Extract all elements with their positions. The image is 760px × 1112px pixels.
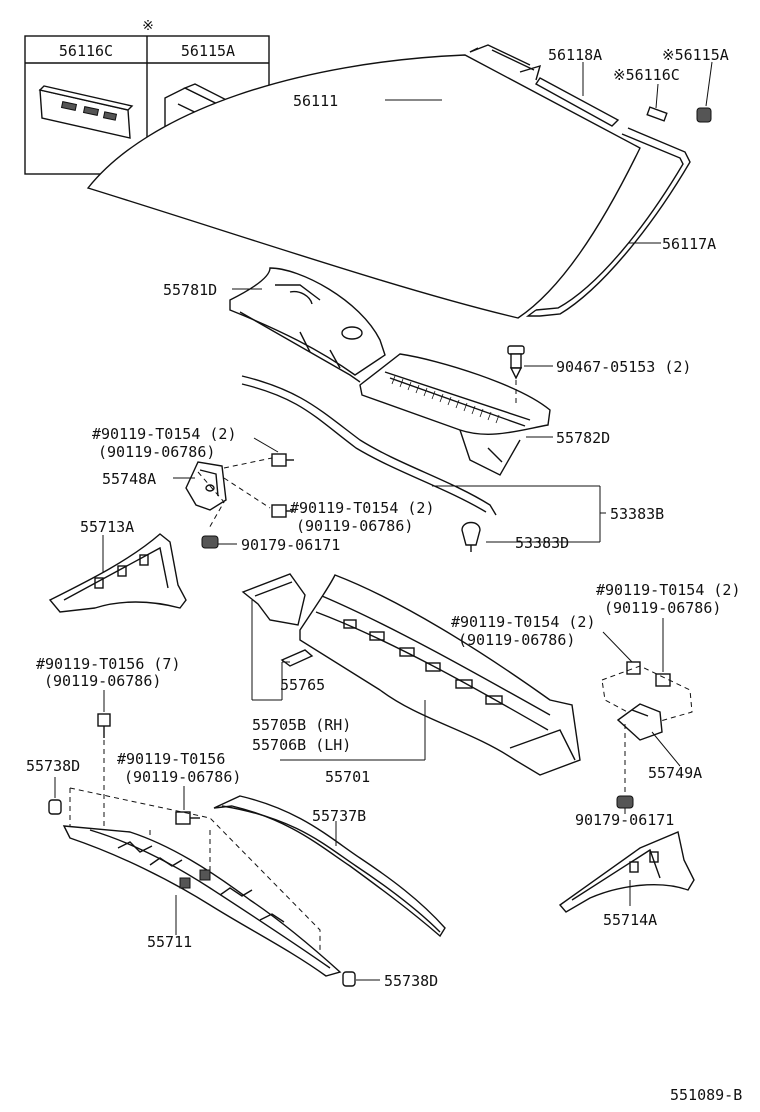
cowl-side-panel-right bbox=[558, 831, 695, 913]
label-55714a: 55714A bbox=[603, 911, 657, 929]
label-bolt6-a: #90119-T0156 bbox=[117, 750, 225, 768]
label-bolt1-b: (90119-06786) bbox=[98, 443, 215, 461]
inset-mark: ※ bbox=[142, 18, 154, 34]
label-55711: 55711 bbox=[147, 933, 192, 951]
nut-icon bbox=[201, 535, 219, 549]
label-55781d: 55781D bbox=[163, 281, 217, 299]
windshield-glass bbox=[86, 44, 712, 319]
label-bolt5-a: #90119-T0156 (7) bbox=[36, 655, 181, 673]
bolt-icon bbox=[626, 661, 641, 675]
label-55706b: 55706B (LH) bbox=[252, 736, 351, 754]
label-55738d-left: 55738D bbox=[26, 757, 80, 775]
cowl-vent-louver-left bbox=[229, 267, 386, 383]
label-bolt5-b: (90119-06786) bbox=[44, 672, 161, 690]
label-55737b: 55737B bbox=[312, 807, 366, 825]
bolt-icon bbox=[271, 453, 294, 467]
clip-55738d-icon bbox=[48, 799, 62, 815]
cowl-bracket-55705b bbox=[241, 573, 306, 626]
label-bolt6-b: (90119-06786) bbox=[124, 768, 241, 786]
bolt-icon bbox=[97, 713, 111, 738]
cowl-lower-panel bbox=[62, 825, 342, 977]
clip-56115a-small-icon bbox=[696, 107, 712, 123]
cowl-seal-55737b bbox=[213, 795, 446, 938]
label-bolt1-a: #90119-T0154 (2) bbox=[92, 425, 237, 443]
inset-col1-label: 56116C bbox=[59, 42, 113, 60]
label-55738d-bottom: 55738D bbox=[384, 972, 438, 990]
bolt-icon bbox=[655, 673, 671, 687]
label-55705b: 55705B (RH) bbox=[252, 716, 351, 734]
label-55713a: 55713A bbox=[80, 518, 134, 536]
label-56111: 56111 bbox=[293, 92, 338, 110]
label-55701: 55701 bbox=[325, 768, 370, 786]
cowl-vent-louver-right bbox=[359, 353, 551, 476]
label-55782d: 55782D bbox=[556, 429, 610, 447]
bracket-55748a bbox=[185, 461, 227, 511]
label-56116c-top: ※56116C bbox=[613, 66, 680, 84]
bracket-55749a bbox=[616, 703, 663, 741]
cowl-side-panel-left bbox=[48, 533, 187, 613]
label-bolt2-b: (90119-06786) bbox=[296, 517, 413, 535]
hood-to-cowl-seal bbox=[241, 375, 497, 516]
nut-icon bbox=[616, 795, 634, 809]
label-56118a: 56118A bbox=[548, 46, 602, 64]
label-90179-right: 90179-06171 bbox=[575, 811, 674, 829]
label-56117a: 56117A bbox=[662, 235, 716, 253]
label-bolt4-b: (90119-06786) bbox=[604, 599, 721, 617]
label-bolt3-b: (90119-06786) bbox=[458, 631, 575, 649]
inset-col2-label: 56115A bbox=[181, 42, 235, 60]
cowl-panel bbox=[299, 574, 581, 776]
label-bolt2-a: #90119-T0154 (2) bbox=[290, 499, 435, 517]
label-90179-left: 90179-06171 bbox=[241, 536, 340, 554]
clip-53383d-icon bbox=[461, 521, 481, 552]
clip-strip-56116c-icon bbox=[38, 85, 134, 139]
label-90467: 90467-05153 (2) bbox=[556, 358, 691, 376]
clip-90467-icon bbox=[507, 345, 525, 380]
plate-55765 bbox=[280, 649, 314, 667]
bolt-icon bbox=[175, 811, 200, 825]
label-bolt3-a: #90119-T0154 (2) bbox=[451, 613, 596, 631]
strip-56116c-icon bbox=[646, 106, 668, 122]
label-53383b: 53383B bbox=[610, 505, 664, 523]
label-55749a: 55749A bbox=[648, 764, 702, 782]
bolt-icon bbox=[271, 504, 294, 518]
clip-55738d-icon bbox=[342, 971, 356, 987]
label-bolt4-a: #90119-T0154 (2) bbox=[596, 581, 741, 599]
diagram-id: 551089-B bbox=[670, 1086, 742, 1104]
label-53383d: 53383D bbox=[515, 534, 569, 552]
label-55765: 55765 bbox=[280, 676, 325, 694]
label-56115a-top: ※56115A bbox=[662, 46, 729, 64]
label-55748a: 55748A bbox=[102, 470, 156, 488]
